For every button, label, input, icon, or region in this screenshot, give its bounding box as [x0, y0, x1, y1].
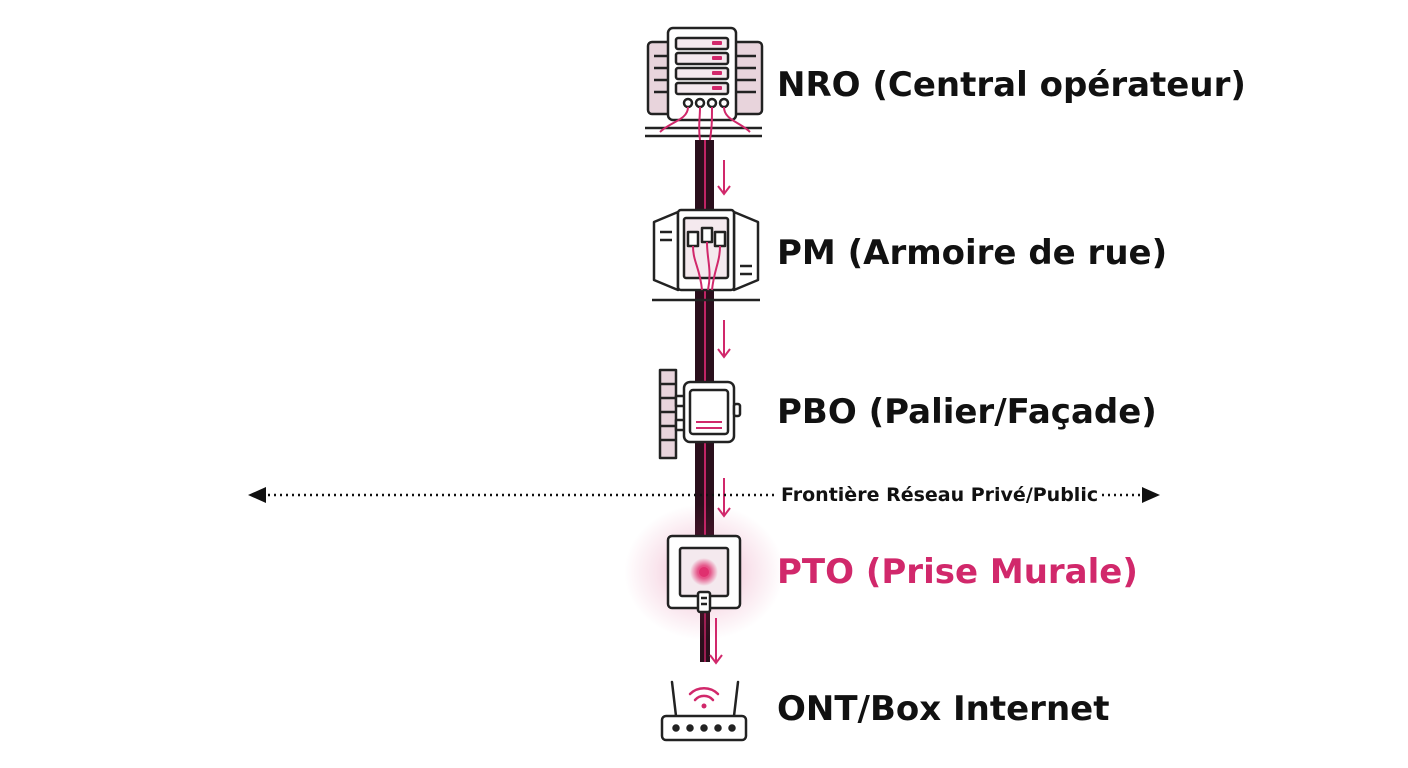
node-label-nro: NRO (Central opérateur) — [777, 65, 1246, 105]
wall-outlet-led — [690, 558, 718, 586]
node-label-pbo: PBO (Palier/Façade) — [777, 392, 1157, 432]
router-icon — [660, 680, 748, 742]
flow-arrow-1 — [717, 160, 731, 196]
street-cabinet-icon — [652, 208, 760, 302]
wifi-icon — [688, 687, 720, 709]
server-rack-icon — [645, 26, 764, 138]
street-cabinet-cables — [692, 241, 721, 291]
node-label-pm: PM (Armoire de rue) — [777, 233, 1168, 273]
server-rack-cables — [659, 106, 751, 141]
flow-arrow-2 — [717, 320, 731, 359]
server-rack-leds — [712, 41, 722, 90]
node-label-ont: ONT/Box Internet — [777, 689, 1110, 729]
boundary-label: Frontière Réseau Privé/Public — [777, 482, 1103, 508]
node-label-pto: PTO (Prise Murale) — [777, 552, 1138, 592]
distribution-box-lines — [696, 421, 722, 429]
